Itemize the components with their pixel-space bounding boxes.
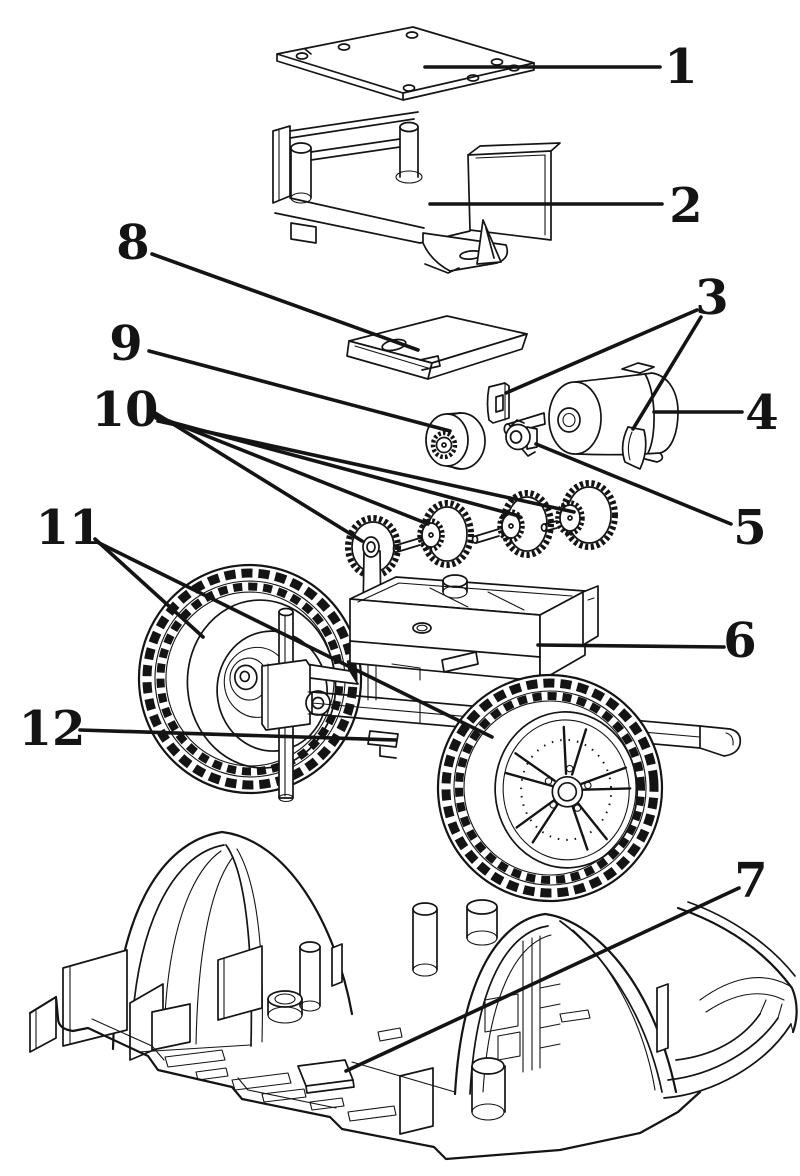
leader-line-12-to-front-axle-chassis [78, 728, 398, 742]
leader-line-10-to-gear-train [150, 409, 364, 543]
part-3-clip [486, 382, 510, 424]
callout-label-6: 6 [723, 613, 756, 669]
part-6-gearbox-housing [349, 574, 599, 682]
callout-label-4: 4 [745, 385, 778, 441]
gear-d [540, 480, 618, 550]
leader-line-11-to-wheels [93, 537, 205, 639]
part-5-bearing [505, 419, 538, 457]
part-8-gearbox-cover [346, 315, 528, 380]
leader-line-9-to-clutch-disc-pinion [147, 349, 452, 433]
part-10-gear-train [345, 480, 618, 701]
leader-line-6-to-gearbox-housing [536, 643, 726, 649]
part-11-wheel-right [436, 673, 664, 903]
callout-label-1: 1 [664, 39, 697, 95]
part-7-body-shell [28, 830, 798, 1161]
floor-slots [164, 1009, 591, 1122]
callout-label-10: 10 [92, 382, 159, 438]
part-3-curved-clip [621, 426, 647, 470]
leader-line-10-to-gear-train [156, 419, 576, 514]
leader-line-11-to-wheels [95, 540, 494, 739]
callout-label-8: 8 [116, 215, 149, 271]
leader-line-5-to-shaft-bearing [534, 442, 733, 526]
callout-label-5: 5 [733, 500, 766, 556]
leader-line-7-to-body-shell-mount-pad [344, 886, 741, 1073]
callout-label-11: 11 [36, 500, 103, 556]
part-9-clutch-disc [425, 412, 486, 470]
callout-label-7: 7 [734, 853, 767, 909]
gear-c [471, 490, 554, 558]
part-12-axle-chassis [261, 607, 742, 803]
knuckle-block [261, 659, 311, 731]
leader-line-8-to-gearbox-cover [150, 252, 420, 352]
leader-line-3-to-motor-mount-clips [631, 315, 703, 431]
leader-line-3-to-motor-mount-clips [504, 308, 699, 395]
part-1-top-plate [276, 26, 535, 101]
part-2-upper-bracket [272, 111, 561, 274]
leader-line-10-to-gear-train [152, 413, 430, 526]
callout-label-9: 9 [109, 316, 142, 372]
callout-label-3: 3 [695, 270, 728, 326]
body-shell-mount-pad [297, 1059, 355, 1094]
callout-label-2: 2 [669, 178, 702, 234]
gear-b [392, 500, 474, 568]
wheel-spokes [504, 725, 632, 851]
callout-label-12: 12 [19, 701, 86, 757]
